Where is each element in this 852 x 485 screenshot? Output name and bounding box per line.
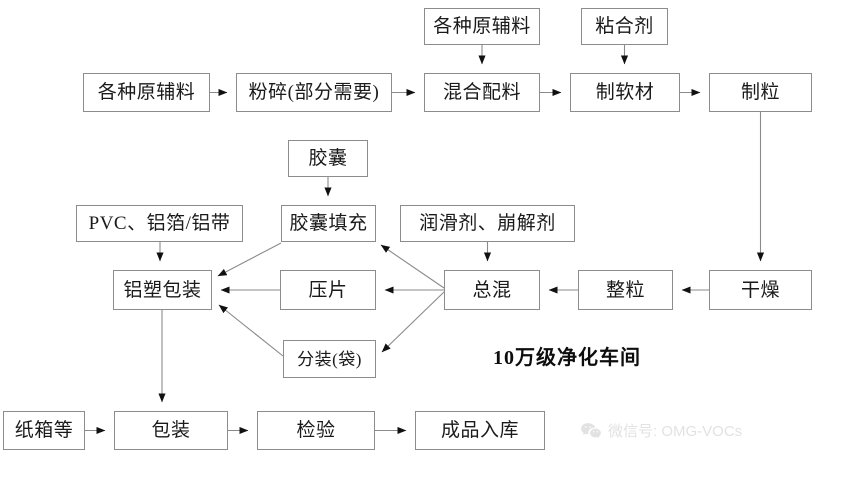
node-inspect[interactable]: 检验 [257,411,375,450]
node-label: 压片 [308,279,348,301]
watermark: 微信号: OMG-VOCs [580,420,742,441]
edge-totalmix-capfill [380,244,445,289]
node-capsule[interactable]: 胶囊 [288,140,368,177]
node-alupack[interactable]: 铝塑包装 [113,270,212,310]
wechat-icon [580,422,602,440]
node-label: 粉碎(部分需要) [248,82,380,103]
node-label: 整粒 [605,279,645,301]
node-label: 干燥 [740,279,780,301]
node-label: 胶囊填充 [289,213,368,234]
node-label: 铝塑包装 [123,279,202,301]
node-soft[interactable]: 制软材 [570,73,680,112]
node-label: 分装(袋) [297,349,362,369]
node-label: 纸箱等 [14,420,74,441]
node-dry[interactable]: 干燥 [709,270,812,310]
node-label: 总混 [472,279,512,301]
node-label: PVC、铝箔/铝带 [88,213,231,234]
node-totalmix[interactable]: 总混 [444,270,540,310]
node-label: 检验 [296,420,336,441]
node-pvc[interactable]: PVC、铝箔/铝带 [76,205,243,242]
watermark-text: 微信号: OMG-VOCs [608,423,743,440]
node-raw2[interactable]: 各种原辅料 [424,8,540,45]
node-raw1[interactable]: 各种原辅料 [83,73,210,112]
node-label: 制软材 [595,82,655,103]
node-lubri[interactable]: 润滑剂、崩解剂 [400,205,575,242]
node-store[interactable]: 成品入库 [415,411,545,450]
edge-capfill-alupack [217,242,282,277]
node-capfill[interactable]: 胶囊填充 [281,205,376,242]
node-label: 成品入库 [440,420,519,441]
edge-bagfill-alupack [218,304,284,357]
node-gran[interactable]: 制粒 [709,73,812,112]
node-pack[interactable]: 包装 [114,411,228,450]
node-label: 包装 [151,420,191,441]
node-tablet[interactable]: 压片 [280,270,376,310]
node-sizing[interactable]: 整粒 [578,270,673,310]
node-label: 润滑剂、崩解剂 [419,213,556,234]
node-label: 各种原辅料 [433,16,531,37]
node-label: 混合配料 [442,82,521,103]
node-label: 制粒 [740,82,780,103]
node-label: 胶囊 [308,148,348,169]
cleanroom-annotation: 10万级净化车间 [493,347,641,369]
node-crush[interactable]: 粉碎(部分需要) [236,73,392,112]
node-label: 各种原辅料 [97,82,196,103]
node-label: 粘合剂 [595,16,654,37]
node-mix[interactable]: 混合配料 [424,73,540,112]
node-carton[interactable]: 纸箱等 [3,411,85,450]
node-bagfill[interactable]: 分装(袋) [283,340,376,378]
node-binder[interactable]: 粘合剂 [581,8,668,45]
edge-totalmix-bagfill [381,291,445,353]
